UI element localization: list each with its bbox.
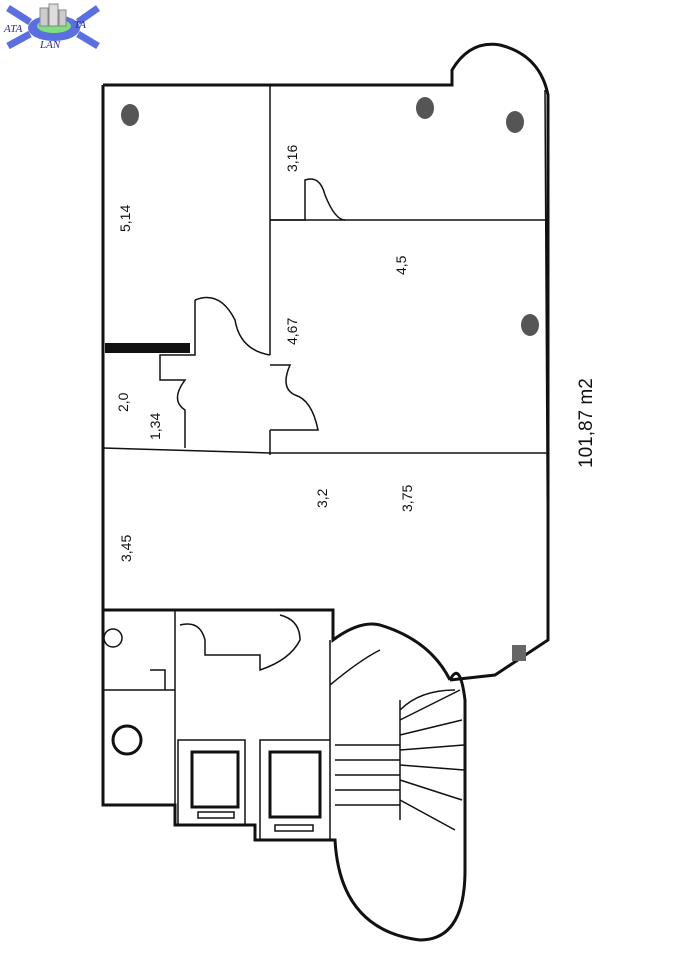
dimension-label: 4,5	[393, 255, 409, 275]
column-marker	[121, 104, 139, 126]
dimension-label: 1,34	[147, 413, 163, 440]
vent-marker	[512, 645, 526, 661]
sink-icon	[111, 724, 143, 756]
logo: ATA TA LAN	[3, 3, 101, 51]
dimension-label: 5,14	[117, 205, 133, 232]
logo-text-bottom: LAN	[39, 39, 61, 51]
logo-text-right: TA	[74, 19, 86, 31]
fixtures	[103, 97, 539, 756]
column-marker	[416, 97, 434, 119]
dimension-label: 2,0	[115, 392, 131, 412]
dimension-label: 3,2	[314, 488, 330, 508]
dimension-label: 3,45	[118, 535, 134, 562]
logo-text-left: ATA	[3, 23, 23, 35]
column-marker	[521, 314, 539, 336]
column-marker	[506, 111, 524, 133]
dimension-label: 3,16	[284, 145, 300, 172]
wall-solid-segment	[105, 343, 190, 353]
dimension-label: 4,67	[284, 318, 300, 345]
total-area-label: 101,87 m2	[576, 378, 597, 468]
dimension-label: 3,75	[399, 485, 415, 512]
dimension-labels: 5,14 3,16 4,5 4,67 2,0 1,34 3,2 3,75 3,4…	[115, 145, 597, 562]
walls	[101, 42, 550, 942]
toilet-icon	[103, 628, 123, 648]
